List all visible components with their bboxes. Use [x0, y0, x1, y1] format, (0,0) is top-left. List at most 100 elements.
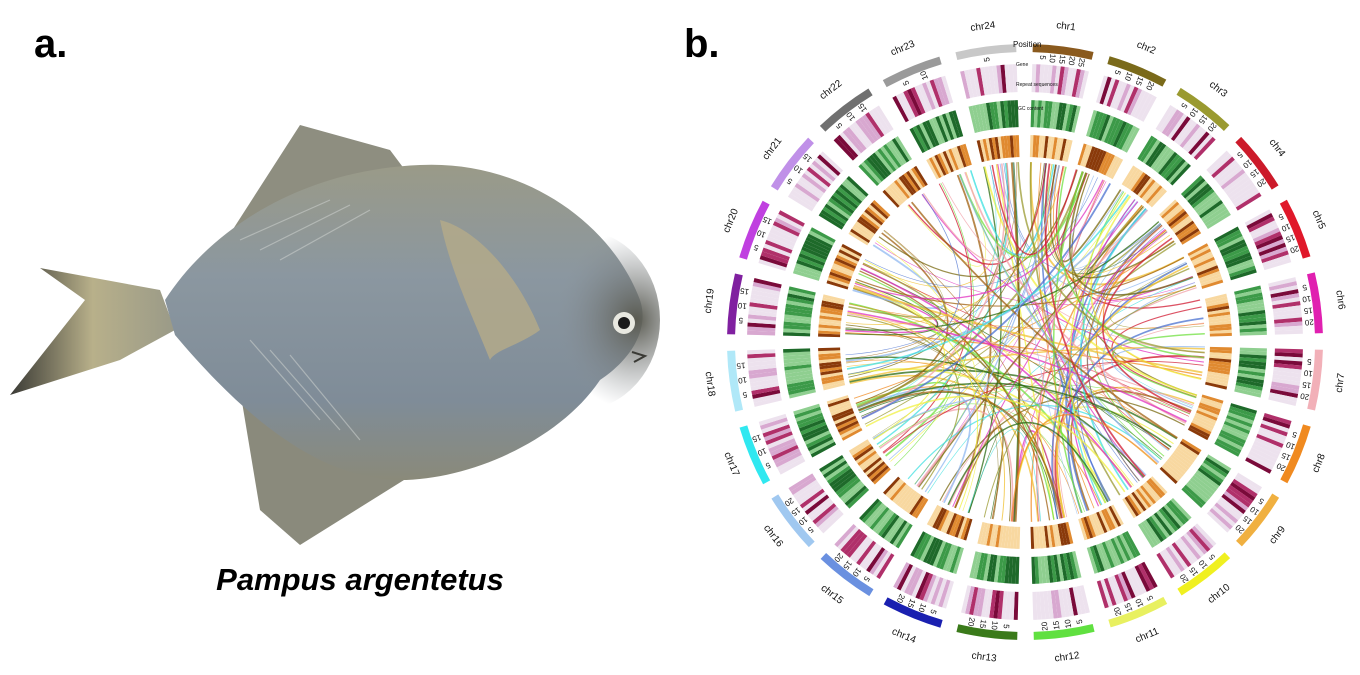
chr-label-chr17: chr17 [721, 451, 741, 479]
gene-density-cell [1273, 366, 1302, 374]
repeat-density-cell [990, 554, 998, 582]
repeat-density-cell [788, 389, 816, 399]
track-label-position: Position [1013, 40, 1041, 49]
gc-content-cell [827, 397, 850, 408]
gc-content-cell [870, 465, 889, 483]
repeat-density-cell [784, 364, 812, 371]
gc-content-cell [1133, 490, 1149, 510]
gene-density-cell [1127, 568, 1144, 596]
gene-density-cell [1271, 297, 1300, 306]
gc-content-cell [821, 377, 844, 385]
repeat-density-cell [863, 159, 885, 182]
gene-density-cell [1103, 578, 1117, 606]
gene-density-cell [820, 511, 844, 534]
gc-content-cell [1106, 507, 1119, 529]
repeat-density-cell [1003, 100, 1010, 128]
gene-density-cell [1113, 81, 1128, 110]
gc-content-cell [991, 137, 998, 160]
gc-content-cell [1126, 168, 1141, 189]
gc-content-cell [1201, 394, 1224, 404]
gc-content-cell [1077, 143, 1087, 166]
synteny-link [859, 165, 997, 413]
repeat-density-cell [1062, 103, 1071, 131]
gc-content-cell [932, 507, 945, 529]
repeat-density-cell [1143, 519, 1162, 545]
repeat-density-cell [1202, 205, 1228, 224]
tick-label: 15 [978, 619, 988, 630]
gene-density-cell [984, 66, 992, 95]
gene-density-cell [766, 434, 795, 449]
synteny-link [1045, 164, 1088, 256]
gc-content-cell [1132, 173, 1149, 194]
gc-content-cell [832, 263, 854, 275]
gc-content-cell [1147, 187, 1165, 206]
gc-content-cell [977, 522, 986, 545]
gene-density-cell [1260, 423, 1288, 437]
gene-density-cell [866, 547, 886, 573]
repeat-density-cell [1239, 331, 1267, 336]
gene-density-cell [976, 67, 985, 96]
gc-content-cell [1161, 201, 1180, 219]
gene-density-cell [1110, 575, 1125, 604]
gc-content-cell [894, 485, 911, 505]
gc-content-cell [818, 350, 841, 355]
gc-content-cell [942, 150, 954, 173]
gc-content-cell [836, 418, 858, 430]
gc-content-cell [901, 174, 917, 194]
gc-content-cell [1130, 172, 1146, 192]
gc-content-cell [957, 516, 968, 539]
gc-content-cell [1030, 526, 1035, 549]
gc-content-cell [1137, 177, 1154, 197]
gc-content-cell [1126, 494, 1142, 515]
gc-content-cell [986, 523, 994, 546]
repeat-density-cell [1107, 539, 1122, 566]
repeat-density-cell [861, 500, 883, 523]
gc-content-cell [1194, 412, 1217, 424]
gc-content-cell [1187, 427, 1209, 441]
repeat-density-cell [784, 314, 812, 321]
tick-label: 20 [1275, 461, 1287, 473]
synteny-link [855, 281, 979, 510]
gene-density-cell [1114, 574, 1129, 602]
chr-band-chr3 [1176, 87, 1230, 131]
gc-content-cell [860, 213, 880, 230]
gc-content-cell [1012, 135, 1017, 158]
repeat-density-cell [835, 475, 859, 496]
repeat-density-cell [804, 430, 831, 445]
repeat-density-cell [832, 192, 857, 212]
gene-density-cell [1008, 64, 1014, 93]
chr-label-chr3: chr3 [1207, 79, 1229, 100]
gene-density-cell [747, 330, 776, 336]
repeat-density-cell [1180, 175, 1203, 197]
gc-content-cell [1199, 273, 1222, 284]
gene-density-cell [1188, 528, 1211, 552]
gc-content-cell [1206, 373, 1229, 381]
gene-density-cell [1233, 189, 1260, 208]
gc-content-cell [860, 454, 881, 471]
gc-content-cell [940, 510, 952, 533]
gene-density-cell [1272, 305, 1302, 313]
gene-density-cell [748, 371, 778, 379]
repeat-density-cell [787, 289, 816, 299]
gc-content-cell [1003, 135, 1009, 158]
tick-label: 5 [738, 316, 744, 325]
gene-density-cell [1274, 317, 1303, 324]
gc-content-cell [1181, 438, 1202, 453]
gc-content-cell [903, 172, 919, 193]
gc-content-cell [872, 467, 891, 485]
repeat-density-cell [1150, 145, 1170, 170]
gc-content-cell [841, 243, 863, 257]
repeat-density-cell [1043, 100, 1050, 129]
repeat-density-cell [1234, 388, 1262, 398]
gc-content-cell [926, 158, 940, 180]
gene-density-cell [802, 491, 827, 512]
gene-density-cell [804, 169, 829, 191]
gc-content-cell [862, 211, 882, 228]
gc-content-cell [818, 327, 841, 332]
tick-label: 10 [916, 602, 928, 614]
gc-content-cell [1098, 151, 1110, 174]
track-label-gene: Gene [1016, 62, 1028, 68]
repeat-density-cell [978, 103, 988, 131]
synteny-link [922, 162, 1011, 262]
chr-band-chr18 [727, 350, 744, 412]
